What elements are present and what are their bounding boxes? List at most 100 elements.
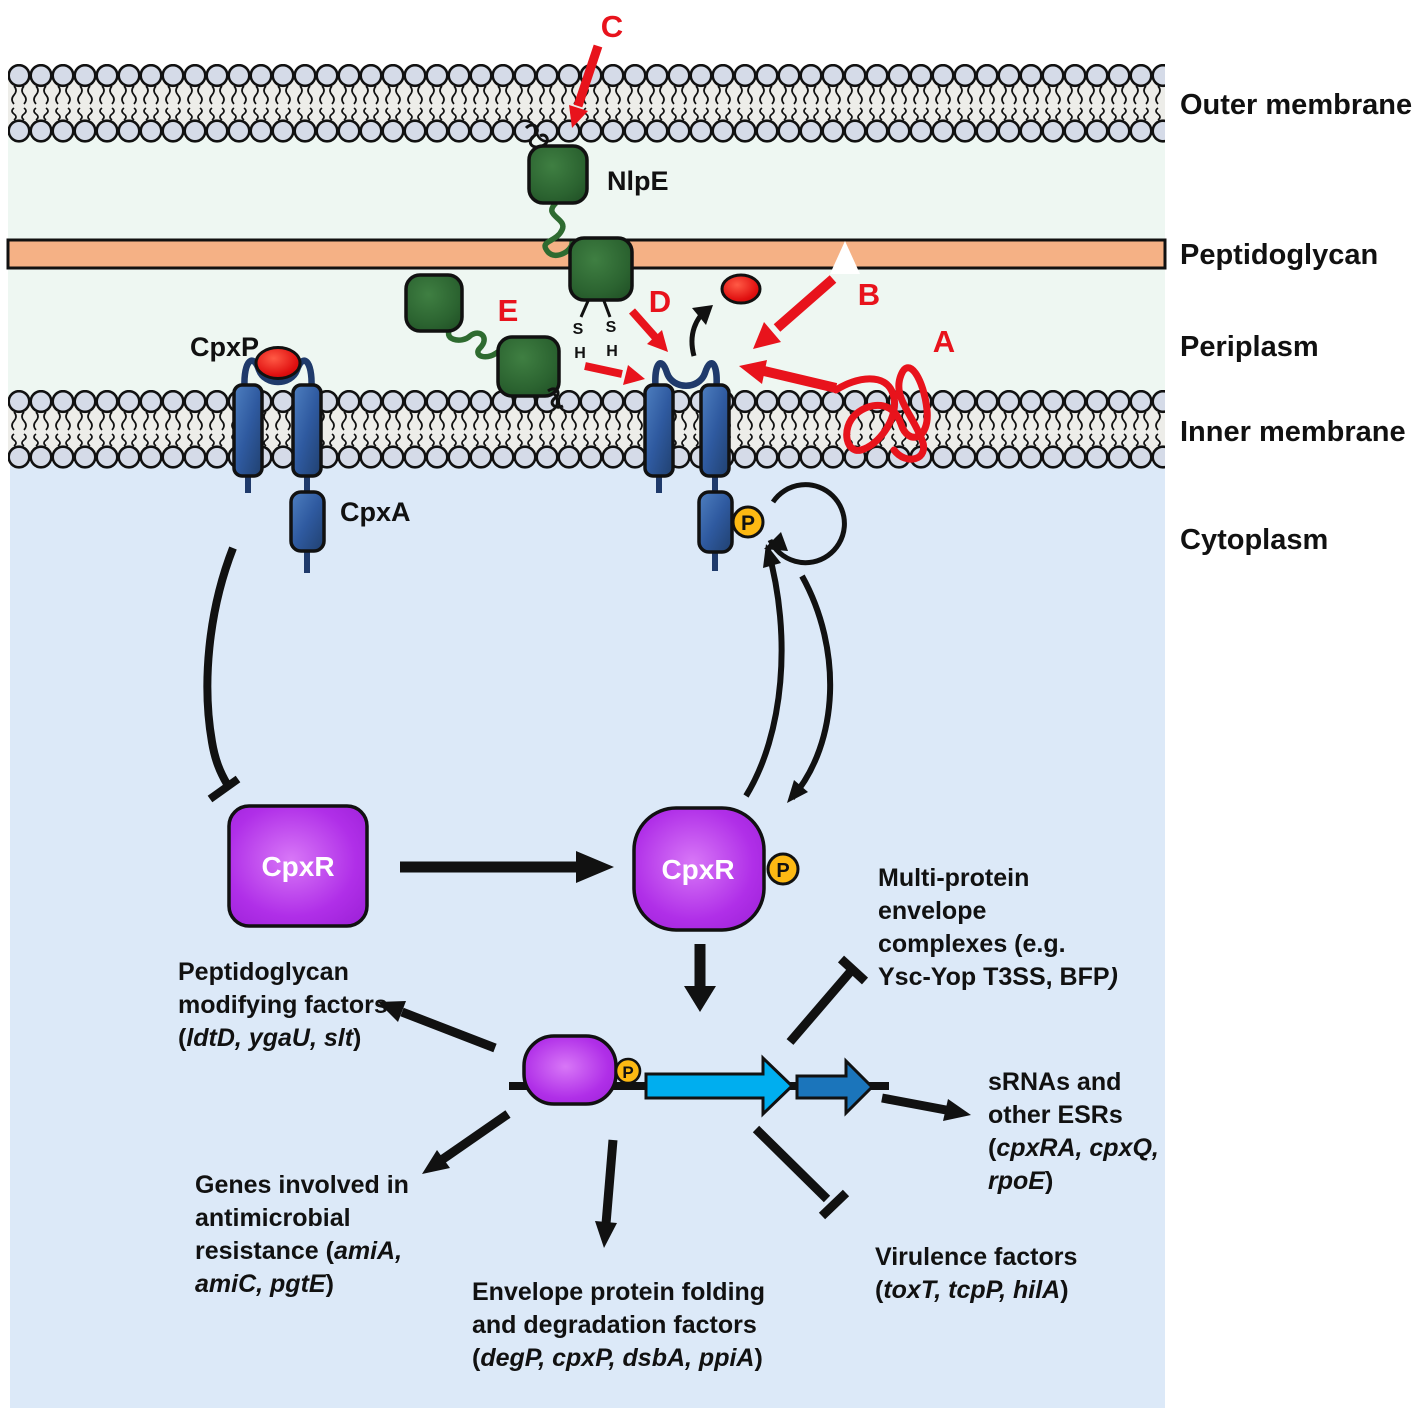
output-line: Genes involved in — [195, 1171, 409, 1199]
thiol-stalks — [579, 300, 612, 318]
stress-label-c: C — [601, 9, 623, 44]
cpxr-inactive: CpxR — [227, 804, 369, 928]
periplasm-label: Periplasm — [1180, 331, 1319, 363]
outer-membrane-label: Outer membrane — [1180, 89, 1412, 121]
output-peptidoglycan-modifying: Peptidoglycan modifying factors (ldtD, y… — [178, 958, 388, 1052]
cpxr-activation-arrow — [400, 851, 614, 883]
output-line: resistance (amiA, — [195, 1237, 402, 1265]
phosphatase-inhibition-arrow — [203, 546, 241, 803]
cpxrp-to-dna-arrow — [684, 944, 716, 1012]
stress-arrow-e — [584, 362, 645, 385]
stress-label-a: A — [933, 324, 955, 359]
output-antimicrobial-resistance: Genes involved in antimicrobial resistan… — [195, 1171, 409, 1298]
nlpe-c-domain — [568, 236, 634, 302]
cpxa-left-tm2 — [291, 383, 323, 478]
output-line: (toxT, tcpP, hilA) — [875, 1276, 1069, 1304]
cpxa-phospho-letter: P — [741, 512, 755, 535]
peptidoglycan-breach-notch — [830, 241, 860, 274]
mislocalized-linker — [445, 324, 502, 360]
thiol-h-left: H — [574, 345, 586, 362]
dna-phospho-letter: P — [622, 1063, 633, 1082]
arrow-to-antimicrobial-genes — [422, 1110, 511, 1174]
thiol-s-right: S — [606, 319, 617, 336]
output-virulence: Virulence factors (toxT, tcpP, hilA) — [875, 1243, 1077, 1304]
output-line: modifying factors — [178, 991, 388, 1019]
cpxa-left-sensor-loop — [241, 357, 315, 394]
thiol-s-left: S — [573, 321, 584, 338]
cpxa-phospho-badge — [731, 505, 765, 539]
cpxr-phosphorylated: CpxR P — [632, 806, 800, 932]
cpxa-right-sensor-loop — [652, 360, 720, 394]
gene-arrow-blue — [795, 1057, 875, 1117]
tbar-to-multiprotein-complexes — [786, 955, 869, 1045]
output-line: Ysc-Yop T3SS, BFP) — [878, 963, 1118, 991]
output-line: other ESRs — [988, 1101, 1123, 1129]
inner-membrane-bilayer — [8, 390, 1165, 469]
output-line: Peptidoglycan — [178, 958, 349, 986]
cpxrp-on-dna — [522, 1034, 618, 1106]
peptidoglycan-label: Peptidoglycan — [1180, 239, 1378, 271]
cytoplasm-region — [10, 462, 1165, 1408]
mislocalized-nlpe — [404, 273, 564, 409]
cytoplasm-label: Cytoplasm — [1180, 524, 1328, 556]
output-envelope-folding: Envelope protein folding and degradation… — [472, 1278, 765, 1372]
cpxa-left-tm1 — [232, 383, 264, 478]
output-line: sRNAs and — [988, 1068, 1121, 1096]
nlpe-linker — [542, 200, 575, 259]
arrow-to-srnas — [881, 1093, 971, 1121]
region-labels: Outer membrane Peptidoglycan Periplasm I… — [1180, 89, 1412, 556]
nlpe-protein: S S H H NlpE — [524, 123, 669, 362]
mislocalized-lipid-anchor — [547, 387, 564, 409]
cpxa-right-tm1 — [643, 383, 675, 478]
misfolded-protein-scribble — [832, 364, 931, 463]
phospho-return-up-arc — [743, 544, 785, 798]
thiol-h-right: H — [606, 343, 618, 360]
output-line: and degradation factors — [472, 1311, 757, 1339]
stress-label-d: D — [649, 284, 671, 319]
cpxa-right-tm2 — [699, 383, 731, 478]
mislocalized-n-domain — [404, 273, 464, 333]
cpxrp-label: CpxR — [661, 854, 734, 885]
output-line: (degP, cpxP, dsbA, ppiA) — [472, 1344, 763, 1372]
phosphotransfer-down-arc — [787, 574, 834, 803]
output-line: Virulence factors — [875, 1243, 1077, 1271]
stress-label-b: B — [858, 277, 880, 312]
cpxp-bound-oval — [254, 346, 302, 380]
output-line: complexes (e.g. — [878, 930, 1066, 958]
cpxp-label: CpxP — [190, 332, 259, 362]
stress-label-e: E — [498, 293, 519, 328]
output-arrows — [378, 955, 971, 1248]
autophosphorylation-loop — [764, 482, 847, 566]
arrow-to-envelope-factors — [595, 1139, 618, 1248]
tbar-to-virulence-factors — [752, 1125, 850, 1220]
output-line: (ldtD, ygaU, slt) — [178, 1024, 361, 1052]
gene-arrow-cyan — [644, 1054, 795, 1118]
released-cpxp — [689, 273, 762, 357]
arrow-to-peptidoglycan-factors — [378, 1001, 497, 1053]
cpxa-left-complex: CpxP CpxA — [190, 332, 411, 573]
stress-arrow-b — [753, 275, 837, 349]
transcription-hub: P — [509, 1034, 889, 1118]
cpxa-left-kinase-domain — [289, 490, 326, 553]
output-line: envelope — [878, 897, 986, 925]
stress-arrow-c — [569, 44, 603, 128]
output-line: (cpxRA, cpxQ, — [988, 1134, 1159, 1162]
dna-phospho-badge — [614, 1057, 642, 1085]
nlpe-lipid-anchor — [524, 123, 549, 149]
mislocalized-c-domain — [496, 335, 561, 398]
nlpe-n-domain — [527, 144, 589, 205]
stress-arrows — [569, 44, 838, 393]
cpxa-right-complex: P — [643, 360, 847, 571]
cpxrp-phospho-badge — [766, 852, 800, 886]
output-line: antimicrobial — [195, 1204, 351, 1232]
inner-membrane-label: Inner membrane — [1180, 416, 1406, 448]
output-srnas: sRNAs and other ESRs (cpxRA, cpxQ, rpoE) — [988, 1068, 1159, 1195]
cpxr-inactive-label: CpxR — [261, 851, 334, 882]
nlpe-label: NlpE — [607, 166, 669, 196]
output-line: Envelope protein folding — [472, 1278, 765, 1306]
cpxa-right-kinase-domain — [697, 490, 734, 554]
cpxa-label: CpxA — [340, 497, 411, 527]
stress-arrow-d — [629, 308, 668, 352]
output-line: amiC, pgtE) — [195, 1270, 334, 1298]
